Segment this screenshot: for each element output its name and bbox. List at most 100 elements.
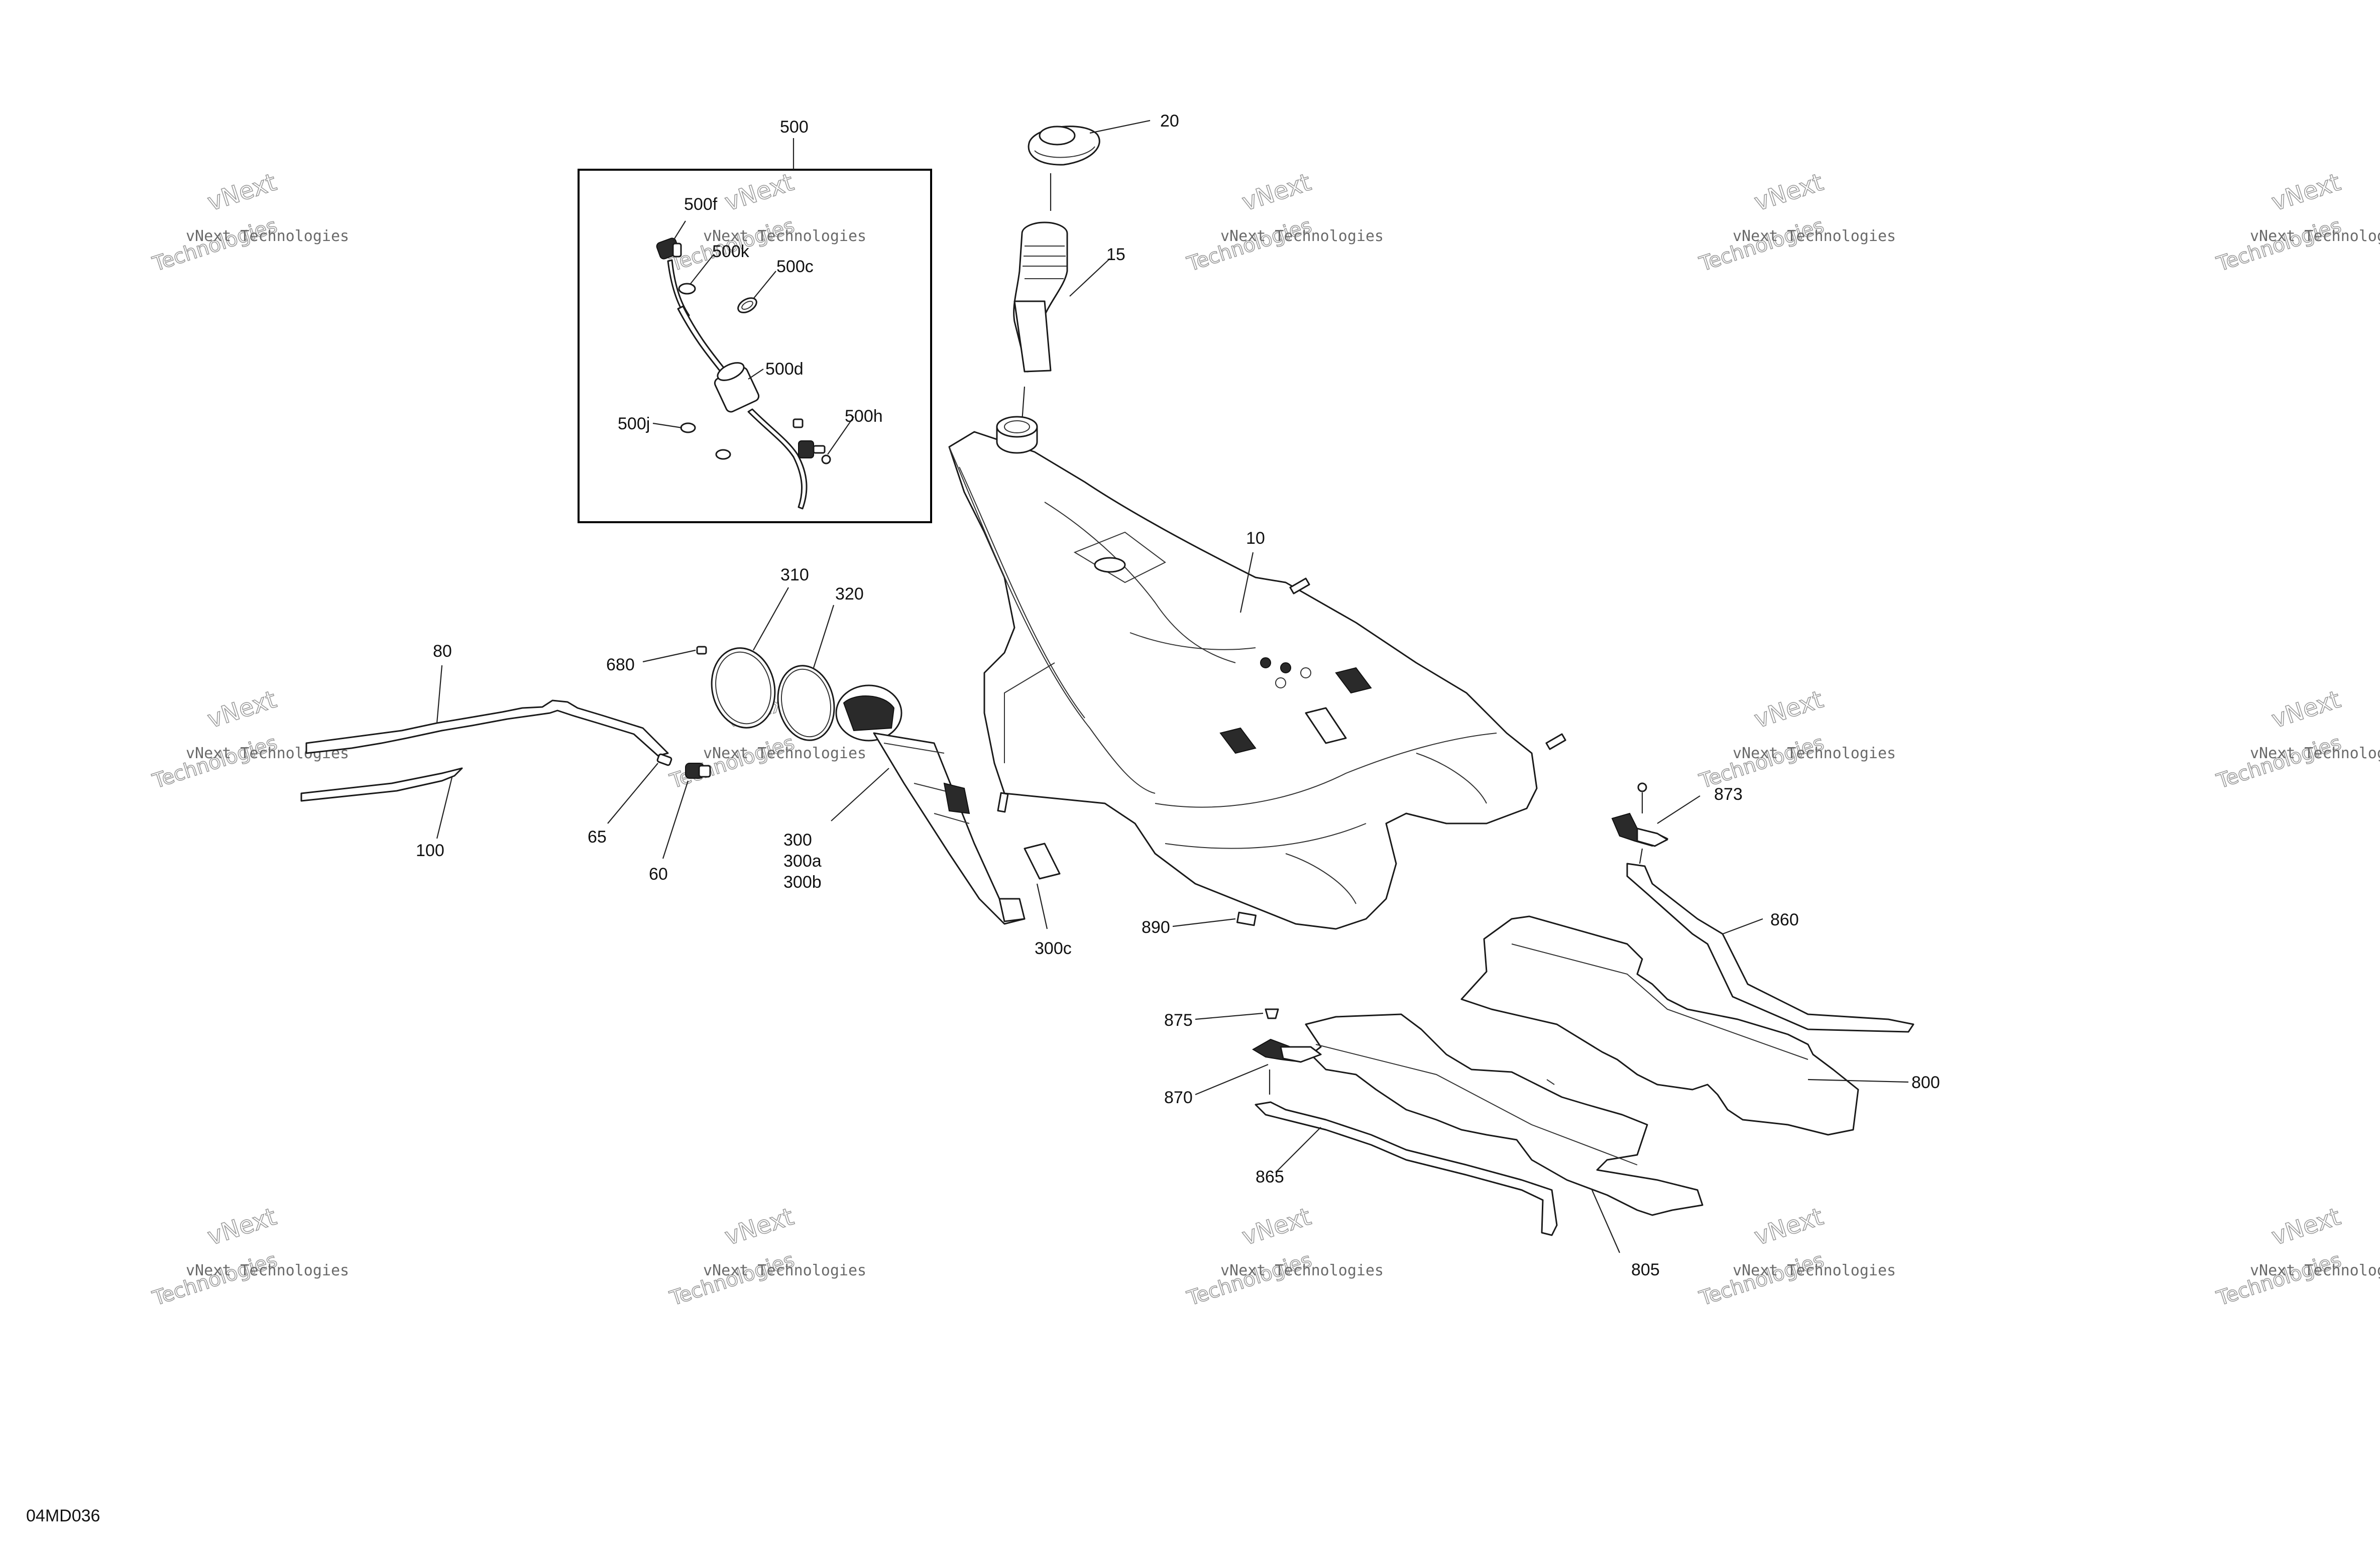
- callout-870: 870: [1164, 1088, 1193, 1107]
- watermark-text: vNext Technologies: [703, 745, 866, 762]
- watermark-technologies: Technologies: [2214, 731, 2344, 793]
- callout-500h: 500h: [845, 407, 883, 426]
- callout-60: 60: [649, 865, 668, 884]
- detail-box-frame: [578, 169, 932, 523]
- watermark-text: vNext Technologies: [1220, 227, 1384, 245]
- part-vent-hose: [667, 259, 808, 510]
- callout-500c: 500c: [776, 257, 814, 276]
- leader-873: [1657, 795, 1701, 824]
- callout-800: 800: [1911, 1073, 1940, 1092]
- watermark: vNext Technologies vNext Technologies: [1184, 1202, 1384, 1311]
- leader-100: [436, 777, 453, 839]
- part-873-clamp: [1611, 782, 1669, 847]
- part-500h-fitting: [792, 418, 831, 464]
- watermark-technologies: Technologies: [1696, 1248, 1827, 1310]
- callout-100: 100: [416, 841, 444, 860]
- leader-310: [753, 587, 789, 651]
- watermark: vNext Technologies vNext Technologies: [666, 168, 866, 277]
- leader-875: [1195, 1012, 1264, 1020]
- part-890-pad: [1236, 911, 1257, 926]
- leader-65: [607, 763, 658, 824]
- leader-300c: [1036, 883, 1048, 929]
- leader-860: [1722, 918, 1763, 935]
- watermark-vnext: vNext: [2268, 685, 2344, 734]
- part-80-fuel-line: [305, 699, 669, 757]
- watermark-vnext: vNext: [204, 1203, 280, 1251]
- tank-icons: [1260, 657, 1311, 688]
- callout-865: 865: [1256, 1167, 1284, 1186]
- part-680-screw: [696, 646, 707, 655]
- watermark: vNext Technologies vNext Technologies: [666, 1202, 866, 1311]
- watermark-text: vNext Technologies: [703, 227, 866, 245]
- watermark: vNext Technologies vNext Technologies: [1696, 1202, 1896, 1311]
- watermark-text: vNext Technologies: [1733, 227, 1896, 245]
- watermark: vNext Technologies vNext Technologies: [2213, 685, 2380, 794]
- watermark: vNext Technologies vNext Technologies: [2213, 1202, 2380, 1311]
- watermark-technologies: Technologies: [2214, 1248, 2344, 1310]
- leader-320: [813, 605, 835, 668]
- leader-80: [436, 665, 443, 724]
- watermark-technologies: Technologies: [1696, 214, 1827, 276]
- leader-805: [1591, 1190, 1621, 1253]
- part-865-strap: [1255, 1101, 1558, 1236]
- watermark-text: vNext Technologies: [1220, 1262, 1384, 1279]
- callout-860: 860: [1770, 910, 1799, 929]
- leader-500c: [753, 271, 776, 299]
- leader-680: [642, 649, 696, 663]
- watermark-vnext: vNext: [2268, 1203, 2344, 1251]
- leader-500f: [672, 220, 686, 242]
- callout-15: 15: [1106, 245, 1125, 264]
- callout-500k: 500k: [712, 242, 750, 261]
- part-10-fuel-tank: [948, 416, 1538, 930]
- watermark-vnext: vNext: [721, 1203, 797, 1251]
- callout-65: 65: [588, 827, 607, 847]
- leader-800: [1807, 1079, 1909, 1083]
- part-500d-filter: [714, 362, 760, 413]
- part-60-quick-connect: [685, 763, 711, 779]
- part-500f-vent-valve: [656, 238, 682, 260]
- leader-20: [1089, 120, 1151, 134]
- watermark-text: vNext Technologies: [2250, 1262, 2380, 1279]
- watermark: vNext Technologies vNext Technologies: [1184, 168, 1384, 277]
- watermark-vnext: vNext: [1751, 685, 1827, 734]
- leader-860-link: [1639, 848, 1643, 864]
- part-500j-clamp: [680, 422, 731, 460]
- leader-15-drop: [1021, 386, 1026, 422]
- part-800-heat-shield: [1460, 915, 1859, 1136]
- leader-870: [1195, 1063, 1269, 1096]
- watermark-vnext: vNext: [204, 685, 280, 734]
- watermark-vnext: vNext: [1751, 168, 1827, 217]
- watermark-technologies: Technologies: [2214, 214, 2344, 276]
- watermark-vnext: vNext: [204, 168, 280, 217]
- watermark-vnext: vNext: [721, 168, 797, 217]
- part-15-filler-neck: [1013, 221, 1068, 373]
- watermark: vNext Technologies vNext Technologies: [1696, 168, 1896, 277]
- watermark-vnext: vNext: [1238, 168, 1314, 217]
- tank-straps: [997, 577, 1566, 813]
- leader-865: [1275, 1127, 1321, 1173]
- callout-20: 20: [1160, 111, 1179, 131]
- callout-500j: 500j: [618, 414, 650, 433]
- callout-500f: 500f: [684, 195, 718, 214]
- callout-320: 320: [835, 584, 864, 604]
- leader-500h: [827, 416, 854, 455]
- part-500k-clamp: [678, 283, 696, 295]
- callout-805: 805: [1631, 1260, 1660, 1279]
- watermark-technologies: Technologies: [150, 1248, 280, 1310]
- watermark: vNext Technologies vNext Technologies: [1696, 685, 1896, 794]
- leader-60: [662, 780, 689, 859]
- watermark: vNext Technologies vNext Technologies: [149, 1202, 349, 1311]
- watermark-vnext: vNext: [1238, 1203, 1314, 1251]
- callout-500d: 500d: [765, 360, 804, 379]
- part-320-seal: [777, 665, 835, 741]
- callout-10: 10: [1246, 529, 1265, 548]
- watermark-vnext: vNext: [1751, 1203, 1827, 1251]
- watermark-text: vNext Technologies: [186, 227, 349, 245]
- part-860-strap: [1626, 863, 1914, 1033]
- diagram-code: 04MD036: [26, 1506, 100, 1525]
- callout-300a: 300a: [783, 852, 822, 871]
- leader-500k: [690, 255, 714, 284]
- callout-300: 300: [783, 830, 812, 850]
- part-100-fuel-line: [300, 767, 463, 802]
